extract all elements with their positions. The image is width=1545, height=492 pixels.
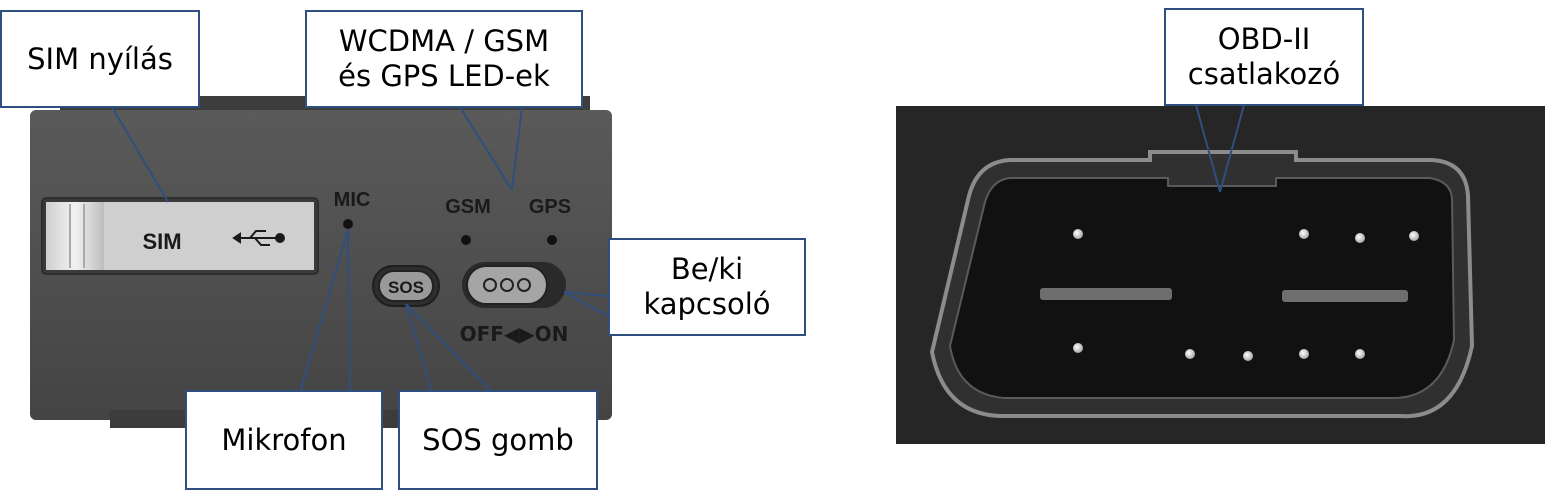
usb-icon bbox=[232, 230, 285, 246]
gsm-led bbox=[461, 235, 471, 245]
cover-grip-ridges bbox=[46, 202, 104, 270]
callout-power-switch: Be/ki kapcsoló bbox=[608, 238, 806, 336]
pointer-sos-button bbox=[405, 303, 493, 393]
callout-obd-connector: OBD-II csatlakozó bbox=[1164, 8, 1364, 106]
mic-hole bbox=[343, 219, 353, 229]
connector-pin bbox=[1355, 349, 1365, 359]
connector-pin bbox=[1409, 231, 1419, 241]
connector-pin bbox=[1355, 233, 1365, 243]
connector-divider-left bbox=[1040, 288, 1172, 300]
sim-usb-cover[interactable]: SIM bbox=[41, 197, 319, 275]
mic-label: MIC bbox=[334, 189, 371, 211]
connector-inner-cavity bbox=[948, 177, 1456, 399]
callout-microphone: Mikrofon bbox=[185, 390, 383, 490]
device-body bbox=[30, 110, 612, 420]
gps-led bbox=[547, 235, 557, 245]
switch-dot bbox=[500, 278, 514, 292]
pointer-lines bbox=[111, 104, 1245, 393]
pointer-sos-button bbox=[405, 303, 433, 393]
switch-dot bbox=[517, 278, 531, 292]
pointer-microphone bbox=[347, 229, 351, 393]
connector-pin bbox=[1299, 349, 1309, 359]
pointer-power-switch bbox=[563, 291, 609, 297]
gsm-label: GSM bbox=[445, 196, 491, 218]
switch-label: OFF◀▶ON bbox=[460, 322, 569, 346]
sos-button[interactable]: SOS bbox=[372, 265, 440, 307]
obd-connector-photo bbox=[896, 106, 1545, 444]
connector-pin bbox=[1073, 229, 1083, 239]
pointer-power-switch bbox=[563, 291, 609, 317]
callout-sim-slot: SIM nyílás bbox=[0, 10, 200, 108]
gps-label: GPS bbox=[529, 196, 571, 218]
pointer-leds bbox=[511, 106, 523, 191]
switch-dot bbox=[483, 278, 497, 292]
pointer-microphone bbox=[299, 229, 349, 393]
gps-tracker-device: SIM MIC GSM GPS SOS bbox=[30, 96, 612, 428]
pointer-obd-connector bbox=[1219, 104, 1245, 193]
power-switch[interactable] bbox=[462, 262, 566, 308]
connector-pin bbox=[1299, 229, 1309, 239]
pointer-leds bbox=[459, 106, 513, 191]
sim-label: SIM bbox=[142, 229, 181, 254]
pointer-obd-connector bbox=[1195, 104, 1221, 193]
callout-leds: WCDMA / GSM és GPS LED-ek bbox=[305, 10, 583, 108]
connector-divider-right bbox=[1282, 290, 1408, 302]
pointer-sim-slot bbox=[111, 106, 169, 203]
callout-sos-button: SOS gomb bbox=[398, 390, 598, 490]
connector-pin bbox=[1243, 351, 1253, 361]
sos-label: SOS bbox=[388, 278, 424, 297]
connector-pin bbox=[1185, 349, 1195, 359]
connector-pin bbox=[1073, 343, 1083, 353]
